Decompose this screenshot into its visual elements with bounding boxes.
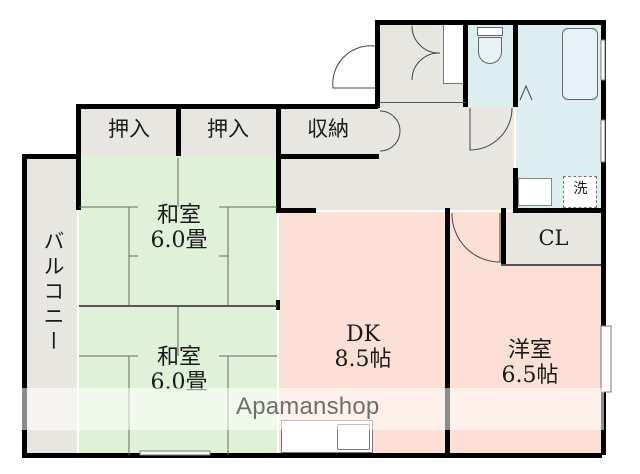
washer-space (563, 176, 597, 208)
cl (505, 212, 601, 265)
wall (276, 154, 379, 159)
wall (22, 453, 602, 458)
cl-label: CL (538, 226, 569, 250)
balcony-label: バルコニー (41, 230, 65, 355)
dk-label: DK 8.5帖 (313, 322, 413, 373)
closet-1-label: 押入 (108, 117, 150, 141)
watermark-band (22, 388, 604, 430)
wall (76, 104, 378, 109)
dk-name: DK (345, 322, 381, 347)
bathtub (562, 28, 598, 100)
wall (375, 20, 605, 25)
wall (513, 168, 518, 211)
watermark-text: Apamanshop (236, 393, 380, 420)
closet-2-label: 押入 (207, 117, 249, 141)
washitsu-1-name: 和室 (156, 203, 201, 228)
wall (513, 208, 605, 213)
washer-label: 洗 (573, 181, 588, 197)
yoshitsu-name: 洋室 (507, 338, 552, 363)
washitsu-1-label: 和室 6.0畳 (129, 203, 229, 254)
wall (22, 154, 79, 159)
washitsu-1-size: 6.0畳 (150, 228, 208, 254)
yoshitsu-label: 洋室 6.5帖 (480, 338, 580, 389)
washitsu-2-name: 和室 (156, 345, 201, 370)
dk-size: 8.5帖 (334, 347, 392, 373)
wall (176, 104, 181, 156)
wall (513, 20, 518, 107)
wall (501, 208, 506, 266)
wall (601, 20, 606, 455)
closet-2 (179, 107, 277, 157)
toilet-tank (477, 27, 503, 36)
wall (22, 154, 27, 458)
wall (445, 208, 450, 458)
wall (76, 104, 81, 210)
storage (279, 107, 377, 157)
partition (501, 264, 601, 266)
washbasin (518, 178, 552, 206)
wall (463, 20, 468, 107)
yoshitsu-size: 6.5帖 (501, 363, 559, 389)
wall (276, 300, 280, 310)
wall (276, 208, 316, 213)
storage-label: 収納 (307, 117, 349, 141)
wall (375, 20, 380, 108)
partition (79, 305, 277, 307)
closet-1 (79, 107, 179, 157)
toilet-bowl (478, 37, 502, 64)
partition (380, 102, 466, 103)
